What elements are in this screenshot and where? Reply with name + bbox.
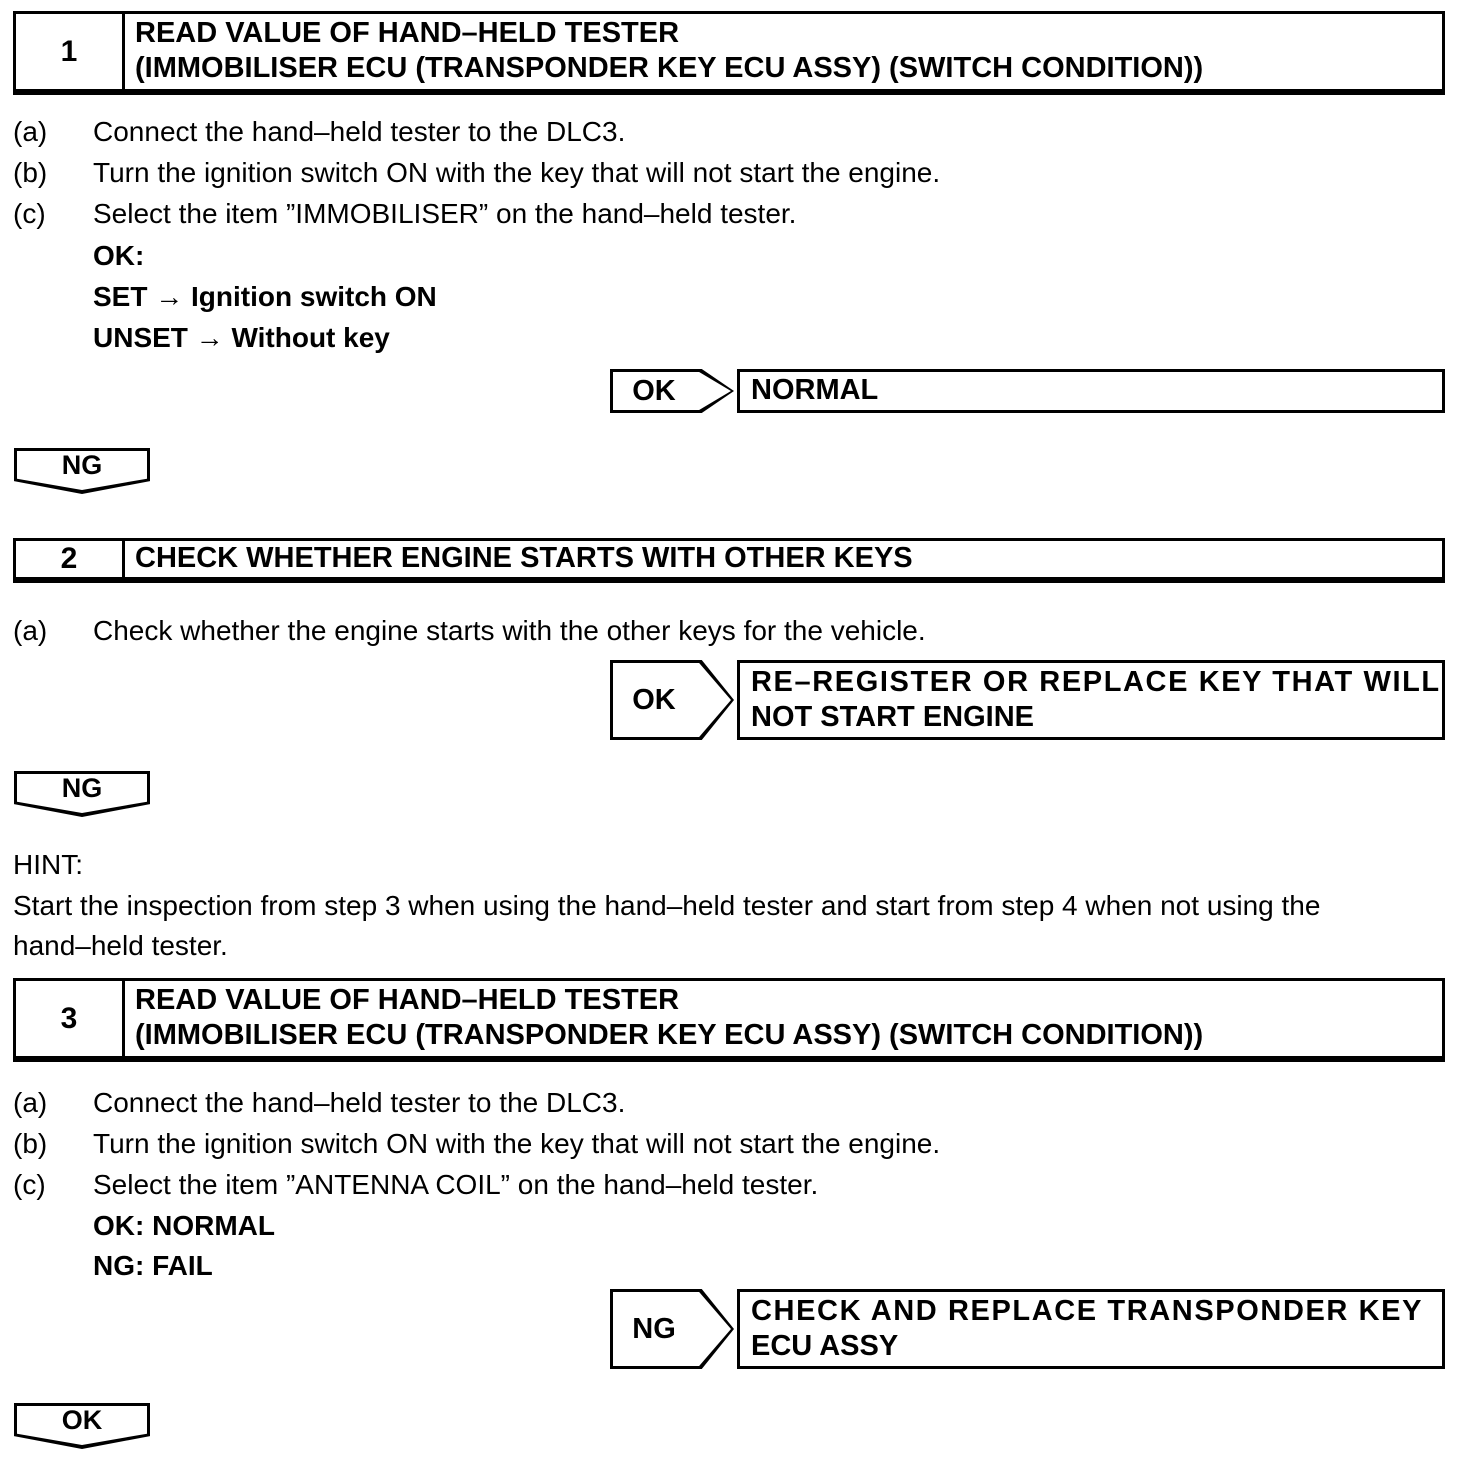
judgement-tag-ok-1: OK <box>610 369 734 413</box>
connector-ng-2-label: NG <box>61 772 103 803</box>
result-box-2: RE–REGISTER OR REPLACE KEY THAT WILL NOT… <box>737 660 1445 740</box>
judgement-tag-ng-3-label: NG <box>632 1312 676 1345</box>
instruction-1c-letter: (c) <box>13 198 46 229</box>
step-number-3: 3 <box>16 981 125 1056</box>
step-number-2: 2 <box>16 541 125 577</box>
step-1-set-condition: SET → Ignition switch ON <box>93 281 437 312</box>
connector-ok-3-label: OK <box>61 1404 103 1435</box>
instruction-2a-text: Check whether the engine starts with the… <box>93 615 926 646</box>
judgement-group-1: OK NORMAL <box>610 369 1445 413</box>
step-heading-2: 2 CHECK WHETHER ENGINE STARTS WITH OTHER… <box>13 538 1445 583</box>
instruction-1a: (a) Connect the hand–held tester to the D… <box>13 118 625 146</box>
instruction-1a-text: Connect the hand–held tester to the DLC3… <box>93 116 626 147</box>
judgement-tag-ok-1-label: OK <box>632 374 676 407</box>
instruction-3c: (c) Select the item ”ANTENNA COIL” on the… <box>13 1171 818 1199</box>
result-box-3-line-2: ECU ASSY <box>751 1330 899 1362</box>
instruction-1b-text: Turn the ignition switch ON with the key… <box>93 157 941 188</box>
instruction-1b-letter: (b) <box>13 157 48 188</box>
instruction-3a-text: Connect the hand–held tester to the DLC3… <box>93 1087 626 1118</box>
hint-label: HINT: <box>13 849 83 880</box>
judgement-group-3: NG CHECK AND REPLACE TRANSPONDER KEY ECU… <box>610 1289 1445 1369</box>
instruction-3a: (a) Connect the hand–held tester to the D… <box>13 1089 625 1117</box>
result-box-1: NORMAL <box>737 369 1445 413</box>
step-1-unset-condition: UNSET → Without key <box>93 322 390 353</box>
connector-ng-1-label: NG <box>61 449 103 480</box>
step-title-2-line-1: CHECK WHETHER ENGINE STARTS WITH OTHER K… <box>135 542 913 575</box>
step-heading-1: 1 READ VALUE OF HAND–HELD TESTER (IMMOBI… <box>13 11 1445 95</box>
step-title-1-line-1: READ VALUE OF HAND–HELD TESTER <box>135 17 680 50</box>
result-box-1-line-1: NORMAL <box>751 374 879 407</box>
connector-ok-3: OK <box>14 1403 150 1449</box>
connector-ng-1: NG <box>14 448 150 494</box>
step-number-1: 1 <box>16 14 125 89</box>
step-title-2: CHECK WHETHER ENGINE STARTS WITH OTHER K… <box>125 541 1442 577</box>
result-box-3-line-1: CHECK AND REPLACE TRANSPONDER KEY <box>751 1294 1424 1327</box>
instruction-1c-text: Select the item ”IMMOBILISER” on the han… <box>93 198 797 229</box>
hint-line-2: hand–held tester. <box>13 930 228 961</box>
result-box-2-line-2: NOT START ENGINE <box>751 701 1035 733</box>
step-heading-3: 3 READ VALUE OF HAND–HELD TESTER (IMMOBI… <box>13 978 1445 1062</box>
instruction-2a: (a) Check whether the engine starts with … <box>13 617 926 645</box>
instruction-1a-letter: (a) <box>13 116 48 147</box>
instruction-3b-text: Turn the ignition switch ON with the key… <box>93 1128 941 1159</box>
instruction-3a-letter: (a) <box>13 1087 48 1118</box>
instruction-3c-text: Select the item ”ANTENNA COIL” on the ha… <box>93 1169 819 1200</box>
step-title-3: READ VALUE OF HAND–HELD TESTER (IMMOBILI… <box>125 981 1442 1056</box>
step-title-3-line-2: (IMMOBILISER ECU (TRANSPONDER KEY ECU AS… <box>135 1019 1204 1051</box>
instruction-2a-letter: (a) <box>13 615 48 646</box>
instruction-3b-letter: (b) <box>13 1128 48 1159</box>
judgement-tag-ng-3: NG <box>610 1289 734 1369</box>
step-3-ng-value: NG: FAIL <box>93 1250 213 1281</box>
judgement-group-2: OK RE–REGISTER OR REPLACE KEY THAT WILL … <box>610 660 1445 740</box>
instruction-3c-letter: (c) <box>13 1169 46 1200</box>
result-box-3: CHECK AND REPLACE TRANSPONDER KEY ECU AS… <box>737 1289 1445 1369</box>
step-title-1-line-2: (IMMOBILISER ECU (TRANSPONDER KEY ECU AS… <box>135 52 1204 84</box>
instruction-1b: (b) Turn the ignition switch ON with the … <box>13 159 940 187</box>
result-box-2-line-1: RE–REGISTER OR REPLACE KEY THAT WILL <box>751 665 1441 698</box>
connector-ng-2: NG <box>14 771 150 817</box>
step-3-ok-value: OK: NORMAL <box>93 1210 275 1241</box>
step-1-ok-label: OK: <box>93 240 145 271</box>
judgement-tag-ok-2-label: OK <box>632 683 676 716</box>
step-title-3-line-1: READ VALUE OF HAND–HELD TESTER <box>135 984 680 1017</box>
instruction-3b: (b) Turn the ignition switch ON with the … <box>13 1130 940 1158</box>
judgement-tag-ok-2: OK <box>610 660 734 740</box>
hint-line-1: Start the inspection from step 3 when us… <box>13 890 1321 921</box>
instruction-1c: (c) Select the item ”IMMOBILISER” on the … <box>13 200 796 228</box>
step-title-1: READ VALUE OF HAND–HELD TESTER (IMMOBILI… <box>125 14 1442 89</box>
